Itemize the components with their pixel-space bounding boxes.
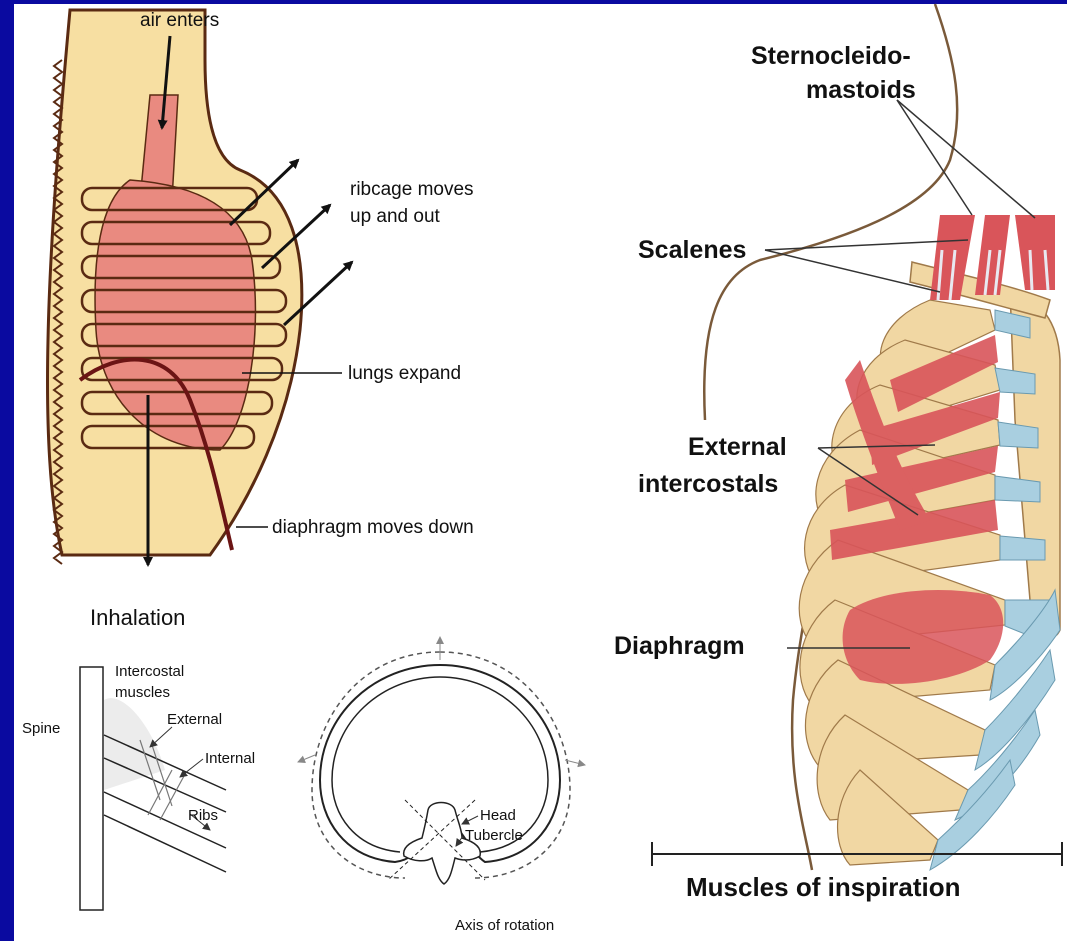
head-label: Head (480, 807, 516, 824)
external-intercostals-label-line2: intercostals (638, 470, 778, 498)
inhalation-caption: Inhalation (90, 605, 185, 630)
diaphragm-label: Diaphragm (614, 632, 745, 660)
diaphragm-moves-label: diaphragm moves down (272, 517, 474, 538)
external-label: External (167, 711, 222, 728)
intercostal-label-line1: Intercostal (115, 663, 184, 680)
intercostal-diagram: Spine Intercostal muscles External Inter… (22, 663, 255, 910)
spine-bar (80, 667, 103, 910)
sternocleido-label-line2: mastoids (806, 76, 916, 104)
ribs-label: Ribs (188, 807, 218, 824)
spine-label: Spine (22, 720, 60, 737)
muscle-shade (104, 698, 165, 790)
internal-label: Internal (205, 750, 255, 767)
external-intercostals-label-line1: External (688, 433, 787, 461)
intercostal-label-line2: muscles (115, 684, 170, 701)
axis-label: Axis of rotation (455, 917, 554, 934)
muscles-diagram: Sternocleido- mastoids Scalenes External… (614, 4, 1062, 902)
internal-fiber (148, 770, 184, 820)
air-enters-label: air enters (140, 10, 219, 31)
head-pointer (462, 816, 478, 824)
sternum (1010, 290, 1060, 637)
external-pointer (150, 727, 172, 747)
lungs-expand-label: lungs expand (348, 363, 461, 384)
sternocleido-label-line1: Sternocleido- (751, 42, 911, 70)
neck-muscles (930, 215, 1055, 300)
ribcage-label-line2: up and out (350, 206, 441, 227)
scalenes-label: Scalenes (638, 236, 746, 264)
tubercle-label: Tubercle (465, 827, 523, 844)
left-arrow (298, 755, 315, 762)
muscles-caption: Muscles of inspiration (686, 872, 961, 902)
scalene-muscle-2 (975, 215, 1010, 295)
ribcage-label-line1: ribcage moves (350, 179, 474, 200)
sternocleidomastoid-muscle (1015, 215, 1055, 290)
rotation-diagram: Head Tubercle Axis of rotation (298, 637, 585, 934)
inhalation-diagram: air enters ribcage moves up and out lung… (48, 10, 474, 630)
